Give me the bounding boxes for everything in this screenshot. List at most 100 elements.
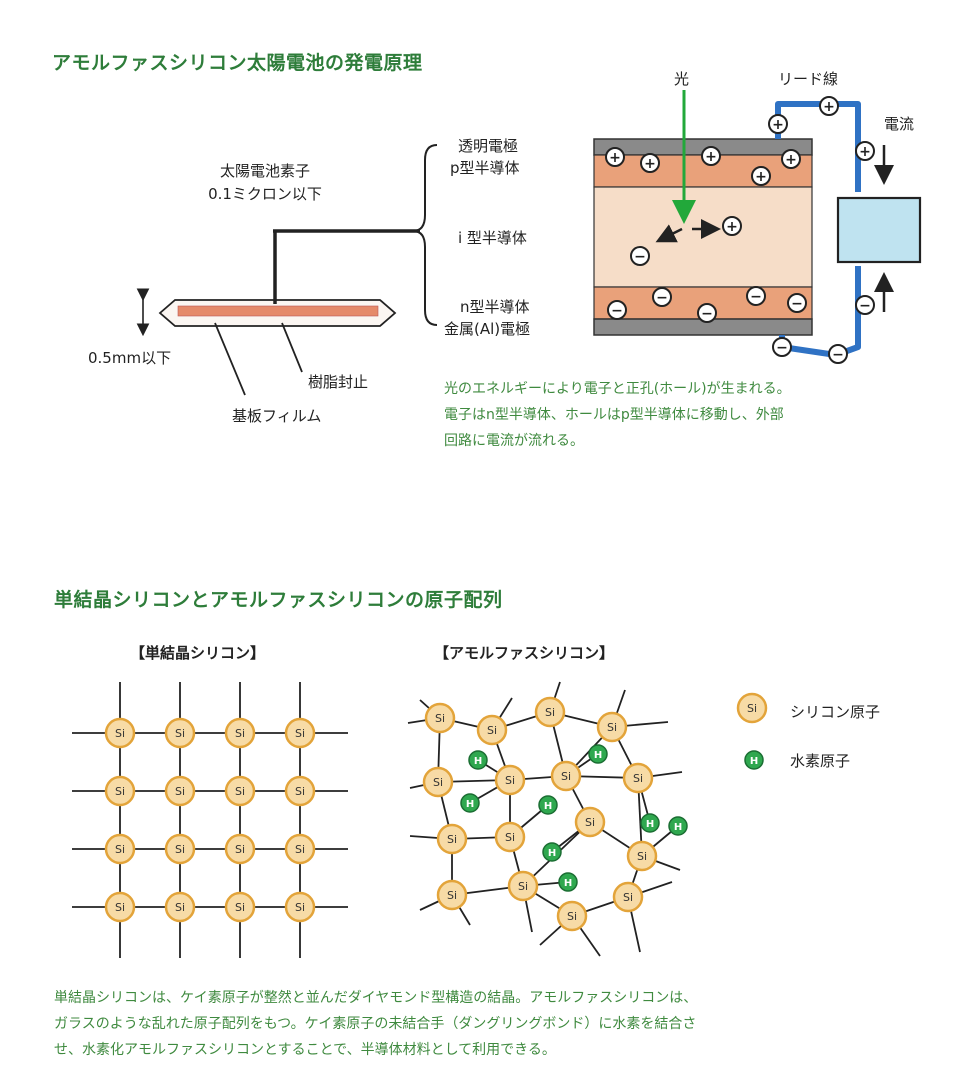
h-atom: H: [744, 750, 764, 770]
si-atom: Si: [422, 766, 454, 798]
svg-text:Si: Si: [607, 721, 617, 734]
svg-text:−: −: [701, 306, 713, 322]
section2-description-line: 単結晶シリコンは、ケイ素原子が整然と並んだダイヤモンド型構造の結晶。アモルファス…: [54, 990, 698, 1006]
svg-text:Si: Si: [487, 724, 497, 737]
minus-icon: −: [630, 246, 650, 266]
svg-text:Si: Si: [115, 901, 125, 914]
svg-text:+: +: [755, 169, 767, 185]
plus-icon: +: [640, 153, 660, 173]
svg-text:−: −: [791, 296, 803, 312]
si-atom: Si: [164, 833, 196, 865]
si-atom: Si: [164, 717, 196, 749]
svg-text:−: −: [611, 303, 623, 319]
si-atom: Si: [224, 717, 256, 749]
si-atom: Si: [436, 879, 468, 911]
svg-text:Si: Si: [747, 702, 757, 715]
si-atom: Si: [424, 702, 456, 734]
svg-text:−: −: [656, 290, 668, 306]
si-atom: Si: [104, 891, 136, 923]
section2-title: 単結晶シリコンとアモルファスシリコンの原子配列: [54, 589, 503, 611]
svg-text:+: +: [859, 144, 871, 160]
section1-description-line: 回路に電流が流れる。: [444, 433, 584, 449]
svg-text:Si: Si: [435, 712, 445, 725]
plus-icon: +: [605, 147, 625, 167]
light-label: 光: [674, 70, 690, 88]
svg-text:−: −: [776, 340, 788, 356]
h-atom: H: [640, 813, 660, 833]
si-atom: Si: [574, 806, 606, 838]
si-atom: Si: [164, 775, 196, 807]
element-label-1: 太陽電池素子: [219, 162, 310, 180]
h-atom: H: [538, 795, 558, 815]
plus-icon: +: [855, 141, 875, 161]
svg-text:−: −: [832, 347, 844, 363]
minus-icon: −: [697, 303, 717, 323]
svg-text:Si: Si: [115, 727, 125, 740]
svg-text:Si: Si: [295, 843, 305, 856]
minus-icon: −: [652, 287, 672, 307]
section2-description-line: ガラスのような乱れた原子配列をもつ。ケイ素原子の未結合手（ダングリングボンド）に…: [54, 1016, 697, 1032]
svg-text:Si: Si: [235, 843, 245, 856]
svg-text:Si: Si: [505, 831, 515, 844]
minus-icon: −: [607, 300, 627, 320]
svg-text:Si: Si: [545, 706, 555, 719]
atom-legend: SiH: [736, 692, 768, 770]
svg-text:H: H: [674, 822, 682, 833]
si-atom: Si: [626, 840, 658, 872]
crystal-label: 【単結晶シリコン】: [130, 644, 266, 662]
si-atom: Si: [284, 891, 316, 923]
svg-text:Si: Si: [623, 891, 633, 904]
lead-wire-label: リード線: [778, 70, 839, 88]
si-atom: Si: [556, 900, 588, 932]
svg-text:H: H: [548, 848, 556, 859]
svg-text:Si: Si: [175, 785, 185, 798]
si-atom: Si: [224, 891, 256, 923]
section1-description-line: 電子はn型半導体、ホールはp型半導体に移動し、外部: [444, 407, 784, 423]
plus-icon: +: [768, 114, 788, 134]
svg-text:Si: Si: [447, 833, 457, 846]
svg-text:H: H: [564, 878, 572, 889]
svg-text:H: H: [750, 756, 758, 767]
minus-icon: −: [787, 293, 807, 313]
h-atom: H: [668, 816, 688, 836]
plus-icon: +: [751, 166, 771, 186]
h-atom: H: [588, 744, 608, 764]
si-atom: Si: [104, 833, 136, 865]
svg-text:Si: Si: [505, 774, 515, 787]
si-atom: Si: [224, 775, 256, 807]
film-label: 基板フィルム: [232, 407, 322, 425]
si-atom: Si: [284, 833, 316, 865]
svg-text:Si: Si: [235, 785, 245, 798]
svg-text:Si: Si: [433, 776, 443, 789]
svg-text:Si: Si: [175, 727, 185, 740]
si-atom: Si: [550, 760, 582, 792]
si-atom: Si: [736, 692, 768, 724]
svg-text:Si: Si: [175, 901, 185, 914]
svg-text:Si: Si: [115, 843, 125, 856]
svg-text:H: H: [474, 756, 482, 767]
thickness-label: 0.5mm以下: [88, 349, 172, 367]
minus-icon: −: [855, 295, 875, 315]
section1-description: 光のエネルギーにより電子と正孔(ホール)が生まれる。 電子はn型半導体、ホールは…: [444, 376, 944, 454]
plus-icon: +: [722, 216, 742, 236]
svg-text:Si: Si: [585, 816, 595, 829]
si-atom: Si: [494, 821, 526, 853]
svg-text:Si: Si: [295, 785, 305, 798]
h-atom: H: [542, 842, 562, 862]
load-box: [836, 196, 922, 264]
svg-text:Si: Si: [447, 889, 457, 902]
svg-text:Si: Si: [295, 727, 305, 740]
si-atom: Si: [494, 764, 526, 796]
si-atom: Si: [436, 823, 468, 855]
svg-text:Si: Si: [295, 901, 305, 914]
svg-text:Si: Si: [115, 785, 125, 798]
svg-text:−: −: [859, 298, 871, 314]
svg-text:−: −: [634, 249, 646, 265]
resin-leader-line: [281, 322, 303, 373]
svg-text:H: H: [646, 819, 654, 830]
si-atom: Si: [596, 711, 628, 743]
svg-text:+: +: [644, 156, 656, 172]
